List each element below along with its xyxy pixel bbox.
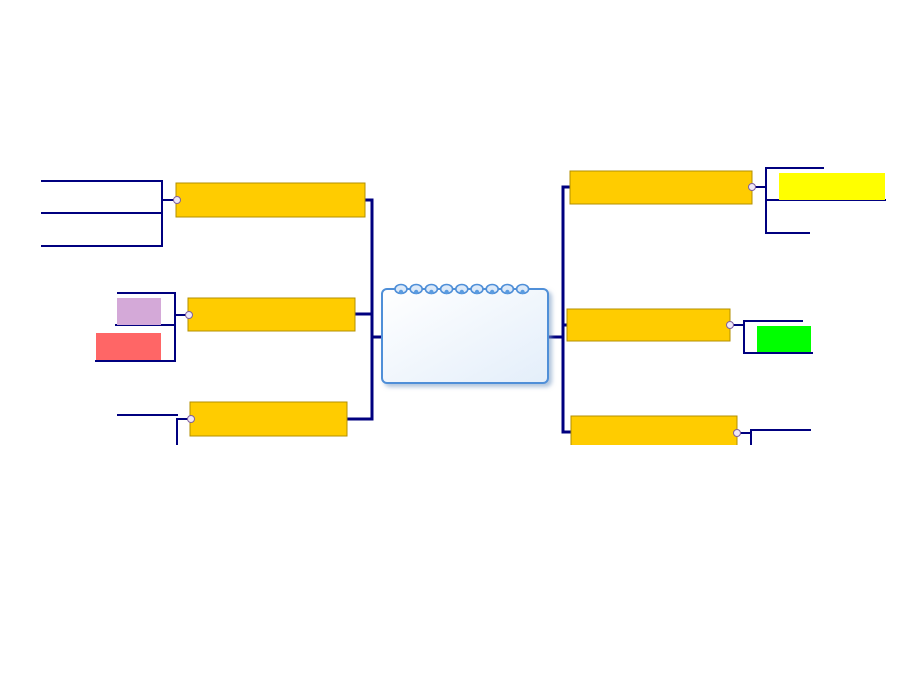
binding-ring [424,283,439,295]
connector-right-top-leaves [751,167,886,234]
connector-lines [41,167,886,446]
binding-ring [439,283,454,295]
collapse-toggle-left-top[interactable] [173,196,181,204]
topic-left-bot[interactable] [189,401,348,437]
lower-blank-area [0,445,920,690]
connector-left-bot-leaves [117,414,191,446]
connector-left-top-leaves [41,180,177,247]
connector-left-mid-leaves [95,292,189,362]
connector-right-bot-leaves [736,429,811,446]
topic-right-mid[interactable] [566,308,731,342]
binding-ring [394,283,408,295]
binding-ring [515,283,530,295]
leaf-right-top-1[interactable] [779,173,885,200]
central-topic[interactable] [381,283,549,384]
notepad-icon [381,283,549,384]
topic-boxes [175,170,753,451]
collapse-toggle-left-bot[interactable] [187,415,195,423]
binding-ring [485,283,500,295]
collapse-toggle-left-mid[interactable] [185,311,193,319]
topic-right-bot[interactable] [570,415,738,451]
topic-right-top[interactable] [569,170,753,205]
connector-right-mid-leaves [729,320,813,354]
connector-center-right [546,185,574,434]
binding-ring [500,283,515,295]
leaf-right-mid-1[interactable] [757,326,811,352]
binding-ring [470,283,484,295]
topic-left-mid[interactable] [187,297,356,332]
collapse-toggle-right-bot[interactable] [733,429,741,437]
leaf-boxes [96,173,885,360]
leaf-left-mid-2[interactable] [96,333,161,360]
collapse-toggle-right-top[interactable] [748,183,756,191]
binding-ring [409,283,424,295]
binding-ring [454,283,469,295]
collapse-toggle-right-mid[interactable] [726,321,734,329]
topic-left-top[interactable] [175,182,366,218]
leaf-left-mid-1[interactable] [117,298,161,325]
connector-center-left [346,198,384,421]
spiral-binding [394,283,530,295]
collapse-joints [173,183,756,437]
